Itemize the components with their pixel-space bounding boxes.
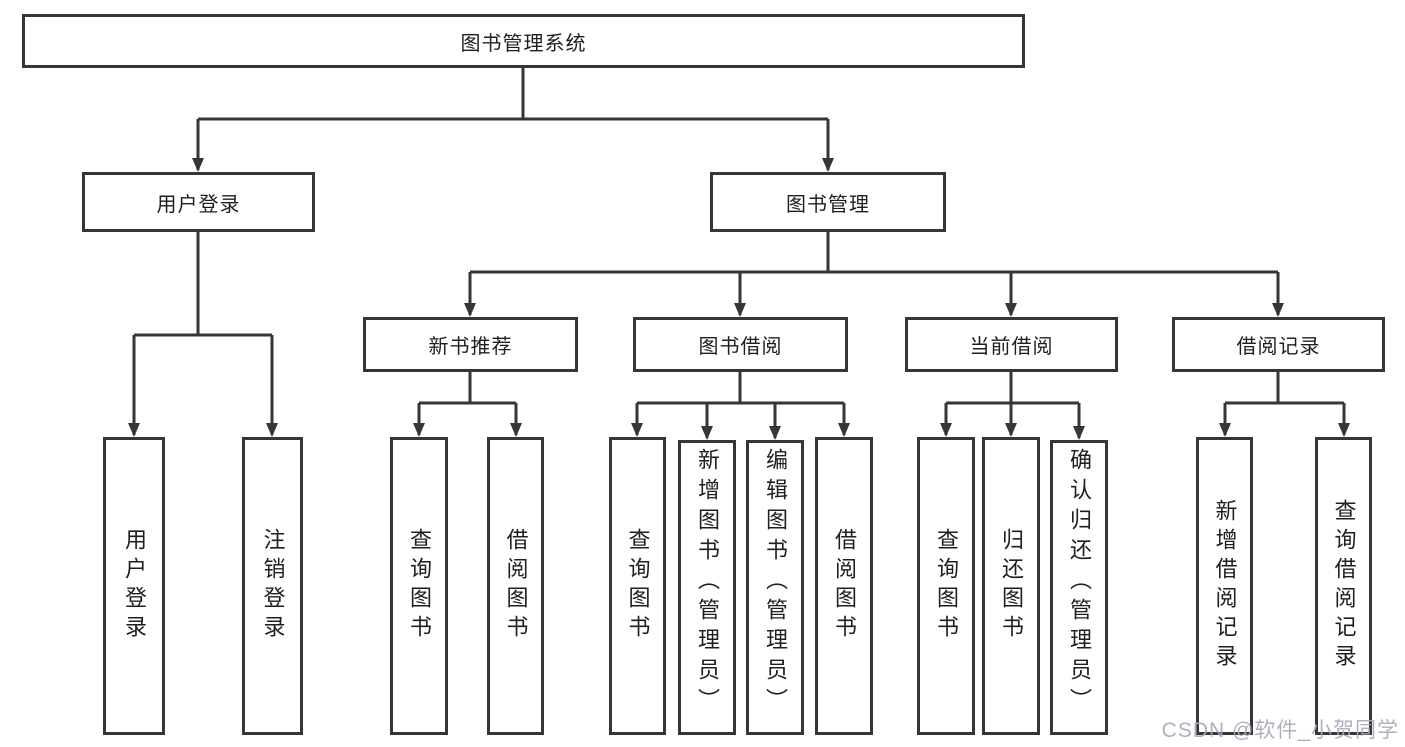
connector-bookborrow-to-leaves — [635, 372, 846, 438]
connector-bookmgmt-to-level3 — [468, 232, 1280, 315]
connector-root-to-level2 — [196, 68, 830, 170]
arrowheads-borrowrecord — [1219, 423, 1350, 437]
leaf-logout-label: 注销登录 — [260, 528, 286, 644]
leaf-edit-books-admin-label: 编辑图书（管理员） — [763, 448, 788, 718]
leaf-user-login-label: 用户登录 — [122, 528, 147, 644]
node-current-borrowing: 当前借阅 — [905, 317, 1118, 372]
leaf-edit-books-admin: 编辑图书（管理员） — [746, 440, 804, 735]
connector-userlogin-to-leaves — [132, 232, 274, 435]
node-current-borrowing-label: 当前借阅 — [969, 336, 1054, 358]
leaf-logout: 注销登录 — [242, 437, 303, 735]
leaf-return-books: 归还图书 — [982, 437, 1040, 735]
node-new-book-recommend-label: 新书推荐 — [428, 336, 513, 358]
node-root-label: 图书管理系统 — [460, 32, 587, 55]
leaf-add-books-admin: 新增图书（管理员） — [678, 440, 736, 735]
leaf-confirm-return-admin-label: 确认归还（管理员） — [1067, 448, 1092, 718]
node-borrowing-records: 借阅记录 — [1172, 317, 1385, 372]
node-borrowing-records-label: 借阅记录 — [1236, 336, 1321, 358]
arrowheads-level2 — [192, 158, 834, 172]
leaf-query-books-current: 查询图书 — [917, 437, 975, 735]
node-book-management: 图书管理 — [710, 172, 946, 232]
connector-borrowrecord-to-leaves — [1223, 372, 1346, 435]
leaf-query-borrow-record-label: 查询借阅记录 — [1331, 499, 1357, 673]
arrowheads-newbookrec — [413, 423, 522, 437]
leaf-query-books-recommend-label: 查询图书 — [407, 528, 432, 644]
leaf-add-borrow-record-label: 新增借阅记录 — [1212, 499, 1238, 673]
connector-newbookrec-to-leaves — [417, 372, 518, 435]
node-book-management-label: 图书管理 — [786, 193, 870, 216]
leaf-query-borrow-record: 查询借阅记录 — [1315, 437, 1372, 735]
leaf-user-login: 用户登录 — [103, 437, 165, 735]
leaf-confirm-return-admin: 确认归还（管理员） — [1050, 440, 1108, 735]
node-user-login-label: 用户登录 — [156, 193, 241, 216]
leaf-add-borrow-record: 新增借阅记录 — [1196, 437, 1253, 735]
leaf-borrow-books-borrowing: 借阅图书 — [815, 437, 873, 735]
leaf-query-books-borrowing: 查询图书 — [609, 437, 666, 735]
leaf-query-books-recommend: 查询图书 — [390, 437, 448, 735]
node-book-borrowing-label: 图书借阅 — [698, 336, 783, 358]
leaf-query-books-current-label: 查询图书 — [934, 528, 959, 644]
node-book-borrowing: 图书借阅 — [633, 317, 848, 372]
node-new-book-recommend: 新书推荐 — [363, 317, 578, 372]
node-user-login: 用户登录 — [82, 172, 315, 232]
arrowheads-userlogin — [128, 423, 278, 437]
leaf-add-books-admin-label: 新增图书（管理员） — [695, 448, 720, 718]
connector-currentborrow-to-leaves — [944, 372, 1081, 438]
leaf-return-books-label: 归还图书 — [999, 528, 1024, 644]
leaf-borrow-books-recommend: 借阅图书 — [487, 437, 544, 735]
arrowheads-level3 — [464, 303, 1284, 317]
leaf-query-books-borrowing-label: 查询图书 — [625, 528, 651, 644]
leaf-borrow-books-borrowing-label: 借阅图书 — [832, 528, 857, 644]
watermark: CSDN @软件_小贺同学 — [1161, 719, 1399, 742]
leaf-borrow-books-recommend-label: 借阅图书 — [503, 528, 529, 644]
node-root: 图书管理系统 — [22, 14, 1025, 68]
arrowheads-currentborrow — [940, 423, 1085, 440]
